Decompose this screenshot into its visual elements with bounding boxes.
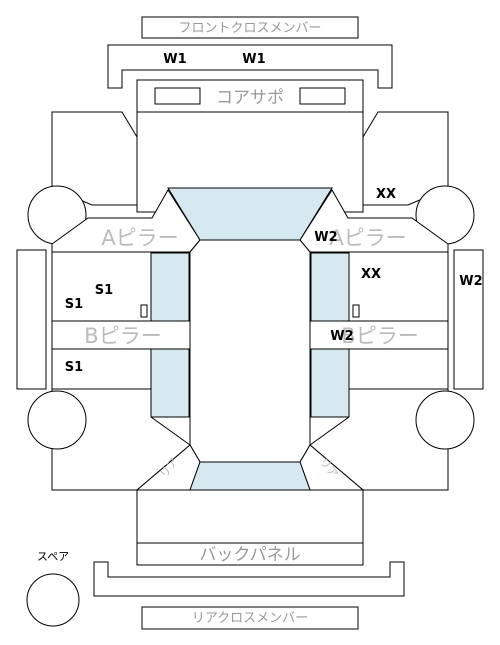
mark-s1-rear-door: S1 xyxy=(65,360,83,375)
wheel-rear-left xyxy=(27,390,87,450)
spare-label: スペア xyxy=(37,550,69,563)
side-glass-front-left xyxy=(150,252,190,322)
door-front-right xyxy=(348,251,449,322)
mark-xx-top-right: XX xyxy=(376,187,396,202)
spare-tire xyxy=(26,573,80,627)
door-handle-front-left xyxy=(140,304,148,318)
wheel-rear-right xyxy=(415,390,475,450)
rocker-left xyxy=(16,249,47,390)
side-glass-front-right xyxy=(310,252,350,322)
front-cross-member-box xyxy=(141,16,359,39)
front-cross-member-label: フロントクロスメンバー xyxy=(178,21,321,36)
door-handle-front-right xyxy=(352,304,360,318)
mark-w1-left: W1 xyxy=(163,52,186,67)
rear-window xyxy=(189,461,311,491)
back-panel-label: バックパネル xyxy=(199,545,300,565)
mark-xx-right-front-door: XX xyxy=(361,267,381,282)
b-pillar-left-panel xyxy=(51,320,191,350)
roof xyxy=(189,239,311,463)
mark-w1-right: W1 xyxy=(242,52,265,67)
front-frame xyxy=(107,44,393,89)
core-support-left-slot xyxy=(154,87,201,105)
mark-s1-outer: S1 xyxy=(65,297,83,312)
mark-w2-b-pillar: W2 xyxy=(330,329,353,344)
rear-cross-member-box xyxy=(141,606,359,630)
door-rear-right xyxy=(348,348,449,390)
trunk-lid xyxy=(136,489,364,544)
side-glass-rear-left xyxy=(150,348,190,418)
core-support-right-slot xyxy=(299,87,346,105)
side-glass-rear-right xyxy=(310,348,350,418)
b-pillar-right-panel xyxy=(309,320,449,350)
core-support-label: コアサポ xyxy=(216,88,284,108)
rocker-right xyxy=(453,249,484,390)
door-front-left xyxy=(51,251,152,322)
a-pillar-left-label: Aピラー xyxy=(101,226,178,250)
mark-s1-inner: S1 xyxy=(95,283,113,298)
back-panel-box xyxy=(136,542,364,566)
a-pillar-right-label: Aピラー xyxy=(329,226,406,250)
mark-w2-a-pillar: W2 xyxy=(314,230,337,245)
b-pillar-left-label: Bピラー xyxy=(84,324,161,348)
rear-frame xyxy=(93,561,405,597)
mark-w2-right-side: W2 xyxy=(459,274,482,289)
rear-cross-member-label: リアクロスメンバー xyxy=(192,611,308,626)
b-pillar-right-label: Bピラー xyxy=(341,324,418,348)
